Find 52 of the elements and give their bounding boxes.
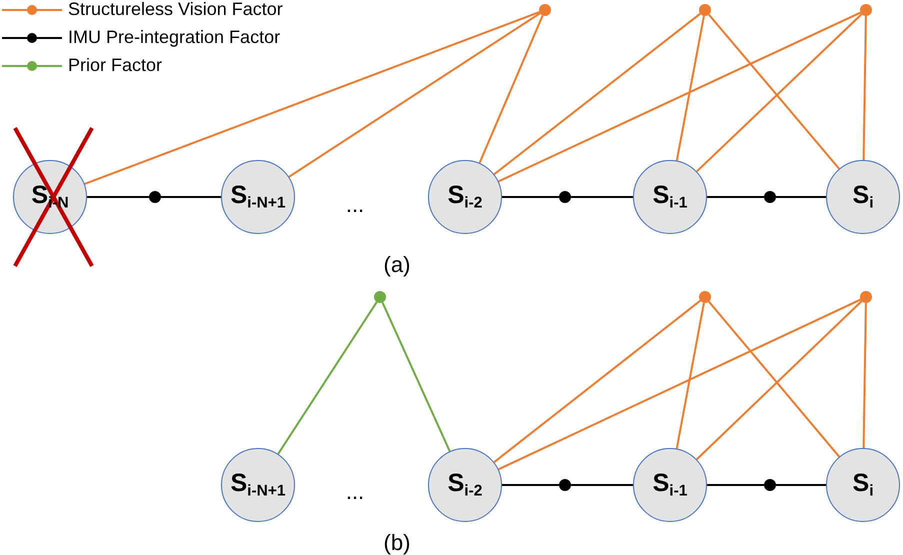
factor-edge xyxy=(277,301,378,454)
factor-edge xyxy=(707,196,764,198)
legend-label: Prior Factor xyxy=(68,56,162,74)
factor-dot xyxy=(699,291,711,303)
factor-dot xyxy=(860,4,872,16)
factor-dot xyxy=(149,191,161,203)
state-label: S$_{i-2}$ xyxy=(448,470,482,500)
factor-edge xyxy=(87,196,149,198)
state-label: S$_{i-N+1}$ xyxy=(230,182,286,212)
factor-edge xyxy=(862,302,867,448)
factor-dot xyxy=(764,479,776,491)
factor-edge xyxy=(498,298,861,470)
state-label: S$_{i-N+1}$ xyxy=(230,470,286,500)
factor-dot xyxy=(559,479,571,491)
panel-label: (a) xyxy=(384,252,410,278)
factor-edge xyxy=(571,196,633,198)
factor-edge xyxy=(708,14,840,170)
factor-dot xyxy=(539,4,551,16)
factor-edge xyxy=(571,484,633,486)
factor-edge xyxy=(502,484,559,486)
state-label: S$_{i-1}$ xyxy=(652,470,688,500)
state-label: S$_{i-1}$ xyxy=(652,182,688,212)
factor-edge xyxy=(676,302,705,449)
factor-edge xyxy=(696,13,862,172)
factor-edge xyxy=(707,484,764,486)
factor-edge xyxy=(288,12,541,178)
factor-dot xyxy=(764,191,776,203)
ellipsis: ... xyxy=(346,192,364,218)
factor-dot xyxy=(699,4,711,16)
legend-label: Structureless Vision Factor xyxy=(68,0,283,18)
factor-edge xyxy=(494,300,701,463)
ellipsis: ... xyxy=(346,479,364,505)
factor-edge xyxy=(498,12,861,182)
factor-edge xyxy=(478,15,544,164)
panel-label: (b) xyxy=(384,530,410,555)
legend-label: IMU Pre-integration Factor xyxy=(68,28,280,46)
factor-dot xyxy=(860,291,872,303)
factor-edge xyxy=(84,11,540,185)
factor-edge xyxy=(696,300,862,460)
factor-edge xyxy=(502,196,559,198)
factor-dot xyxy=(559,191,571,203)
state-label: S$_{i-2}$ xyxy=(448,182,482,212)
factor-edge xyxy=(776,196,826,198)
factor-dot xyxy=(374,291,386,303)
factor-edge xyxy=(382,302,451,452)
factor-edge xyxy=(862,16,867,160)
state-label: S$_{i}$ xyxy=(852,470,874,500)
factor-edge xyxy=(676,16,705,161)
state-label: S$_{i}$ xyxy=(852,182,874,212)
factor-edge xyxy=(776,484,826,486)
factor-edge xyxy=(161,196,221,198)
factor-edge xyxy=(494,12,701,176)
